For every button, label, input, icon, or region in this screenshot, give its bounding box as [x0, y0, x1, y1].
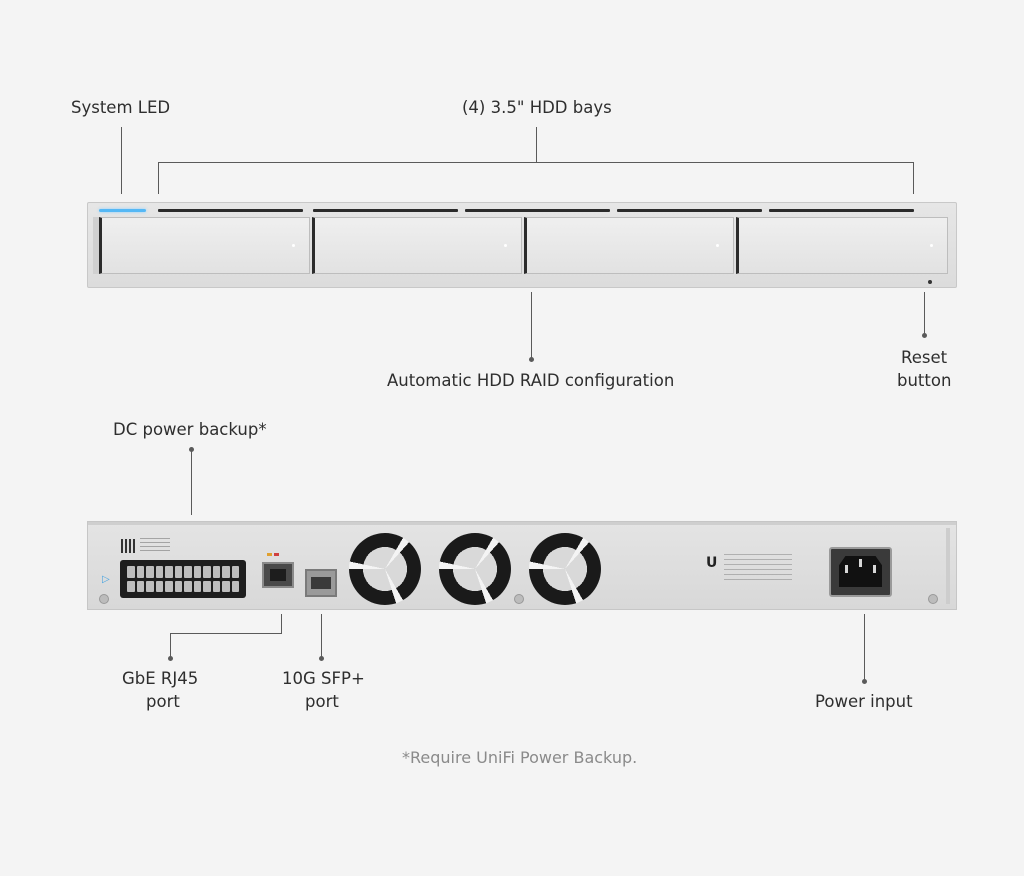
dc-power-label: DC power backup* — [113, 420, 267, 439]
raid-leader-end — [529, 357, 534, 362]
ac-pin-right — [873, 565, 876, 573]
ac-pin-left — [845, 565, 848, 573]
regulatory-marks — [724, 554, 792, 584]
gbe-leader-end — [168, 656, 173, 661]
hdd-bay-1[interactable] — [99, 217, 310, 274]
dc-power-leader — [191, 449, 192, 515]
rear-side-rail — [946, 528, 950, 604]
raid-leader — [531, 292, 532, 358]
hdd-bay-4[interactable] — [736, 217, 948, 274]
gbe-label-line1: GbE RJ45 — [122, 669, 199, 688]
screw-icon — [928, 594, 938, 604]
sfp-label-line1: 10G SFP+ — [282, 669, 365, 688]
hdd-bay-2[interactable] — [312, 217, 522, 274]
hdd-bay-3[interactable] — [524, 217, 734, 274]
top-slot-3 — [465, 209, 610, 212]
ac-power-input[interactable] — [829, 547, 892, 597]
gbe-rj45-port[interactable] — [262, 562, 294, 588]
reset-leader-end — [922, 333, 927, 338]
power-input-leader-end — [862, 679, 867, 684]
top-slot-1 — [158, 209, 303, 212]
sfp-plus-port[interactable] — [305, 569, 337, 597]
sfp-label-line2: port — [305, 692, 339, 711]
rj45-led-2 — [274, 553, 279, 556]
sfp-leader — [321, 614, 322, 658]
raid-label: Automatic HDD RAID configuration — [387, 371, 675, 390]
system-led — [99, 209, 146, 212]
top-slot-5 — [769, 209, 914, 212]
rear-ridge — [88, 522, 956, 525]
unifi-logo-icon: U — [706, 555, 718, 571]
fan-icon — [529, 533, 601, 605]
gbe-leader-drop — [170, 633, 171, 658]
screw-icon — [514, 594, 524, 604]
ac-pin-center — [859, 559, 862, 567]
hdd-bays-label: (4) 3.5" HDD bays — [462, 98, 612, 117]
label-sticker — [140, 538, 170, 554]
power-input-label: Power input — [815, 692, 913, 711]
dc-power-backup-connector[interactable] — [120, 560, 246, 598]
fan-icon — [439, 533, 511, 605]
hdd-bays-bracket-right — [913, 162, 914, 194]
fan-icon — [349, 533, 421, 605]
hdd-bays-bracket — [158, 162, 914, 163]
front-ear-left — [93, 217, 99, 274]
gbe-leader-horizontal — [170, 633, 282, 634]
top-slot-2 — [313, 209, 458, 212]
screw-icon — [99, 594, 109, 604]
chevron-right-icon: ▷ — [102, 574, 110, 585]
rear-panel: ▷ U — [87, 521, 957, 610]
power-input-leader — [864, 614, 865, 680]
reset-label-line1: Reset — [901, 348, 948, 367]
top-slot-4 — [617, 209, 762, 212]
system-led-label: System LED — [71, 98, 171, 117]
system-led-leader — [121, 127, 122, 194]
reset-label-line2: button — [897, 371, 952, 390]
footnote: *Require UniFi Power Backup. — [402, 748, 638, 767]
gbe-leader-vertical — [281, 614, 282, 634]
hdd-bays-bracket-left — [158, 162, 159, 194]
hdd-bays-leader-vertical — [536, 127, 537, 162]
reset-leader — [924, 292, 925, 334]
reset-button[interactable] — [928, 280, 932, 284]
gbe-label-line2: port — [146, 692, 180, 711]
front-panel — [87, 202, 957, 288]
qr-code — [121, 539, 135, 553]
sfp-leader-end — [319, 656, 324, 661]
rj45-led-1 — [267, 553, 272, 556]
